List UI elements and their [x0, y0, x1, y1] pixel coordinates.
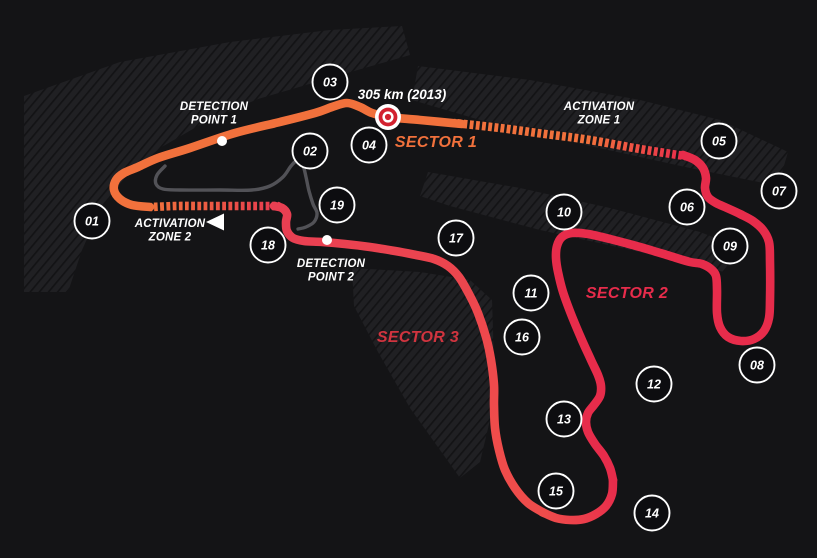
- turn-badge-08: 08: [738, 346, 776, 384]
- turn-badge-12: 12: [635, 365, 673, 403]
- turn-number: 09: [723, 240, 737, 254]
- turn-badge-07: 07: [760, 172, 798, 210]
- turn-number: 06: [680, 201, 695, 215]
- turn-badge-06: 06: [668, 188, 706, 226]
- turn-number: 05: [712, 135, 727, 149]
- turn-badge-02: 02: [291, 132, 329, 170]
- sector-label-3: SECTOR 3: [377, 329, 459, 346]
- sector-label-2: SECTOR 2: [586, 285, 668, 302]
- turn-number: 07: [772, 185, 787, 199]
- turn-number: 02: [303, 145, 317, 159]
- drs-stripe-pattern-drs-zone1: [454, 118, 686, 161]
- detection-point-dot-2: [322, 235, 332, 245]
- turn-number: 10: [557, 206, 571, 220]
- turn-number: 17: [449, 232, 464, 246]
- old-circuit-line: [153, 159, 319, 231]
- sector-label-1: SECTOR 1: [395, 134, 477, 151]
- track-layer: [109, 98, 775, 525]
- turn-number: 04: [362, 139, 376, 153]
- turn-badge-09: 09: [711, 227, 749, 265]
- turn-badge-15: 15: [537, 472, 575, 510]
- turn-number: 13: [557, 413, 571, 427]
- turn-badge-16: 16: [503, 318, 541, 356]
- turn-badge-14: 14: [633, 494, 671, 532]
- track-sector1: [109, 98, 467, 212]
- turn-badge-04: 04: [350, 126, 388, 164]
- turn-badge-17: 17: [437, 219, 475, 257]
- turn-badge-03: 03: [311, 63, 349, 101]
- turn-number: 03: [323, 76, 337, 90]
- turn-number: 15: [549, 485, 564, 499]
- turn-number: 11: [525, 287, 538, 301]
- turn-number: 14: [645, 507, 659, 521]
- track-sector2: [551, 150, 775, 485]
- turn-number: 01: [85, 215, 99, 229]
- turn-number: 12: [647, 378, 661, 392]
- track-sector2-3-transition: [537, 475, 618, 525]
- turn-number: 18: [261, 239, 275, 253]
- turn-badge-05: 05: [700, 122, 738, 160]
- turn-badge-11: 11: [512, 274, 550, 312]
- drs-stripe-pattern-drs-zone2: [151, 201, 278, 212]
- hatch-sector3: [352, 268, 494, 478]
- turn-number: 19: [330, 199, 344, 213]
- turn-badge-13: 13: [545, 400, 583, 438]
- race-distance-label: 305 km (2013): [358, 87, 447, 102]
- hatch-topleft: [24, 26, 410, 292]
- detection-point-dot-1: [217, 136, 227, 146]
- markers-layer: 01 02 03 04 05 06 07 08 09 10 11 12 13 14 15 16 17 18 19: [73, 63, 798, 532]
- turn-badge-01: 01: [73, 202, 111, 240]
- turn-badge-10: 10: [545, 193, 583, 231]
- turn-badge-19: 19: [318, 186, 356, 224]
- turn-number: 08: [750, 359, 764, 373]
- turn-number: 16: [515, 331, 530, 345]
- drs-direction-arrow-icon: [206, 213, 224, 231]
- start-finish-target-icon: [375, 104, 401, 130]
- track-sector3: [269, 201, 549, 518]
- turn-badge-18: 18: [249, 226, 287, 264]
